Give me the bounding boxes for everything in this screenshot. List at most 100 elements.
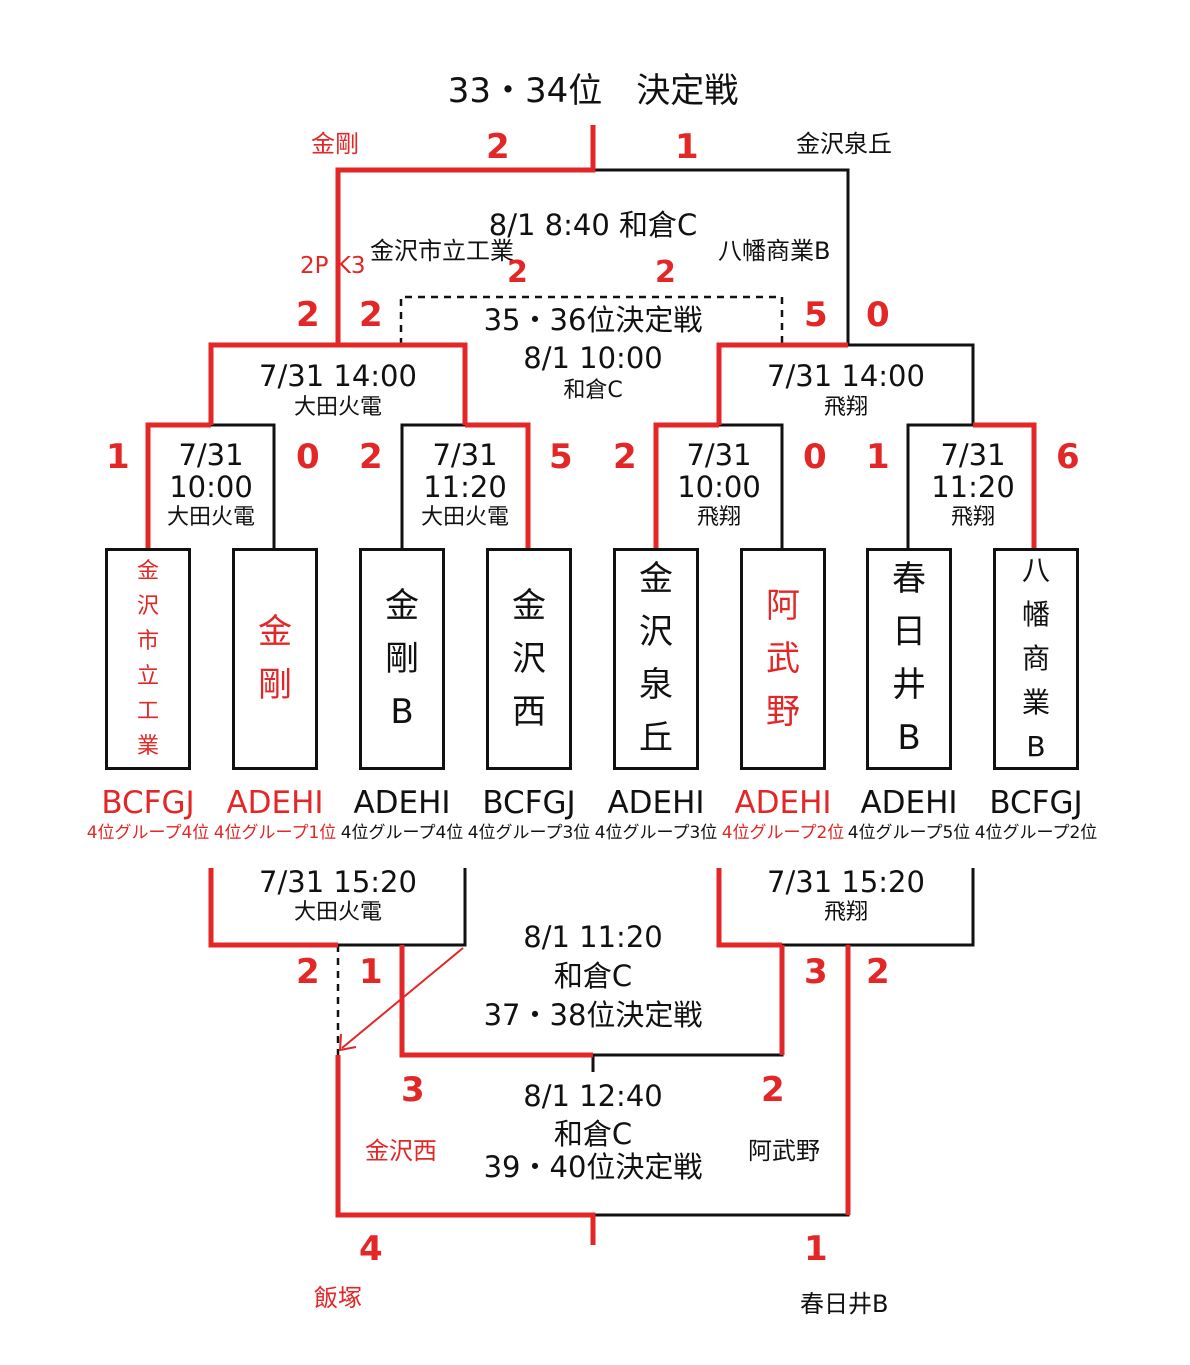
m35-score-left: 2: [507, 255, 528, 290]
sf-left-pk: 2P K3: [300, 253, 366, 279]
win-r1-2: [465, 422, 531, 549]
final-33-right-name: 金沢泉丘: [796, 130, 892, 158]
cons-left-date: 7/31 15:20: [259, 865, 417, 899]
r1-2-time: 11:20: [423, 470, 507, 504]
team-8-rank: 4位グループ2位: [974, 823, 1098, 843]
team-1-char: 市: [136, 629, 159, 654]
team-4-char: 沢: [512, 638, 546, 679]
team-8-group: BCFGJ: [989, 785, 1083, 821]
final-33-datetime: 8/1 8:40 和倉C: [488, 208, 698, 242]
win-cons-right: [716, 868, 782, 948]
team-8-char: B: [1026, 730, 1046, 763]
team-6-char: 武: [766, 638, 800, 679]
team-box-2: 金 剛: [232, 548, 318, 770]
m37-title: 37・38位決定戦: [483, 998, 703, 1032]
team-5-char: 沢: [639, 612, 673, 652]
team-5-char: 丘: [639, 718, 673, 758]
r1-2-score-right: 5: [549, 437, 573, 477]
team-3-char: 金: [385, 585, 419, 626]
team-3-rank: 4位グループ4位: [340, 823, 464, 843]
r1-3-date: 7/31: [686, 438, 752, 472]
m35-date: 8/1 10:00: [523, 341, 663, 375]
team-7-char: 春: [892, 559, 926, 599]
winner-lines: [145, 125, 1037, 1245]
win-r1-1: [145, 422, 211, 549]
final-33-left-team: 金沢市立工業: [370, 237, 514, 265]
cons-right-venue: 飛翔: [823, 900, 869, 925]
team-box-3: 金 剛 B: [359, 548, 445, 770]
sf-right-score-b: 0: [866, 295, 890, 335]
team-3-char: 剛: [385, 638, 419, 679]
team-7-char: 井: [892, 665, 926, 705]
team-8-char: 商: [1021, 642, 1050, 675]
r1-2-score-left: 2: [359, 437, 383, 477]
final-33-right-team: 八幡商業B: [718, 237, 831, 265]
win-m37: [399, 945, 593, 1058]
sf-right-date: 7/31 14:00: [767, 359, 925, 393]
team-8-char: 八: [1021, 554, 1050, 587]
r1-4-score-right: 6: [1056, 437, 1080, 477]
m39-right-team: 阿武野: [748, 1137, 820, 1165]
r1-4-time: 11:20: [931, 470, 1015, 504]
r1-4-score-left: 1: [866, 437, 890, 477]
team-box-5: 金 沢 泉 丘: [613, 548, 699, 770]
r1-4-venue: 飛翔: [950, 505, 996, 530]
r1-1-venue: 大田火電: [166, 505, 256, 530]
win-r1-4: [973, 422, 1037, 549]
m37-score-left: 3: [401, 1070, 425, 1110]
team-1-char: 沢: [136, 594, 159, 619]
r1-3-score-right: 0: [803, 437, 827, 477]
team-7-char: B: [897, 718, 921, 758]
m35-bracket: [399, 295, 784, 345]
m35-score-right: 2: [655, 255, 676, 290]
team-8-char: 幡: [1021, 598, 1050, 631]
m37-score-right: 2: [761, 1070, 785, 1110]
team-1-group: BCFGJ: [101, 785, 195, 821]
m35-venue: 和倉C: [563, 378, 623, 403]
r1-2-date: 7/31: [432, 438, 498, 472]
r1-1-time: 10:00: [169, 470, 253, 504]
m39-score-left: 4: [359, 1229, 383, 1269]
team-7-char: 日: [892, 612, 926, 652]
team-box-7: 春 日 井 B: [866, 548, 952, 770]
team-2-group: ADEHI: [226, 785, 324, 821]
cons-right-score-left: 3: [804, 952, 828, 992]
team-2-char: 金: [258, 612, 292, 652]
team-5-group: ADEHI: [607, 785, 705, 821]
team-6-char: 阿: [766, 585, 800, 626]
r1-4-date: 7/31: [940, 438, 1006, 472]
team-8-char: 業: [1021, 686, 1050, 719]
r1-1-date: 7/31: [178, 438, 244, 472]
r1-3-venue: 飛翔: [696, 505, 742, 530]
win-r1-3: [653, 422, 719, 549]
sf-left-venue: 大田火電: [293, 395, 383, 420]
win-cons-left: [208, 868, 338, 948]
m39-right-name: 春日井B: [800, 1290, 889, 1318]
team-6-rank: 4位グループ2位: [721, 823, 845, 843]
team-4-char: 西: [512, 691, 546, 732]
team-2-rank: 4位グループ1位: [213, 823, 337, 843]
team-3-char: B: [390, 691, 414, 732]
team-2-char: 剛: [258, 665, 292, 705]
team-6-group: ADEHI: [734, 785, 832, 821]
team-1-char: 立: [136, 664, 159, 689]
sf-right-venue: 飛翔: [823, 395, 869, 420]
team-4-group: BCFGJ: [482, 785, 576, 821]
team-box-4: 金 沢 西: [486, 548, 572, 770]
m39-date: 8/1 12:40: [523, 1079, 663, 1113]
team-1-char: 業: [136, 734, 159, 759]
cons-left-score-right: 1: [359, 952, 383, 992]
win-final-33: [335, 125, 596, 345]
cons-right-date: 7/31 15:20: [767, 865, 925, 899]
sf-right-score-a: 5: [804, 295, 828, 335]
cons-left-venue: 大田火電: [293, 900, 383, 925]
team-box-8: 八 幡 商 業 B: [993, 548, 1079, 770]
cons-left-score-left: 2: [296, 952, 320, 992]
sf-left-score-b: 2: [359, 295, 383, 335]
r1-1-score-left: 1: [106, 437, 130, 477]
sf-left-score-a: 2: [296, 295, 320, 335]
win-m39: [335, 1055, 596, 1245]
team-5-rank: 4位グループ3位: [594, 823, 718, 843]
team-7-rank: 4位グループ5位: [847, 823, 971, 843]
